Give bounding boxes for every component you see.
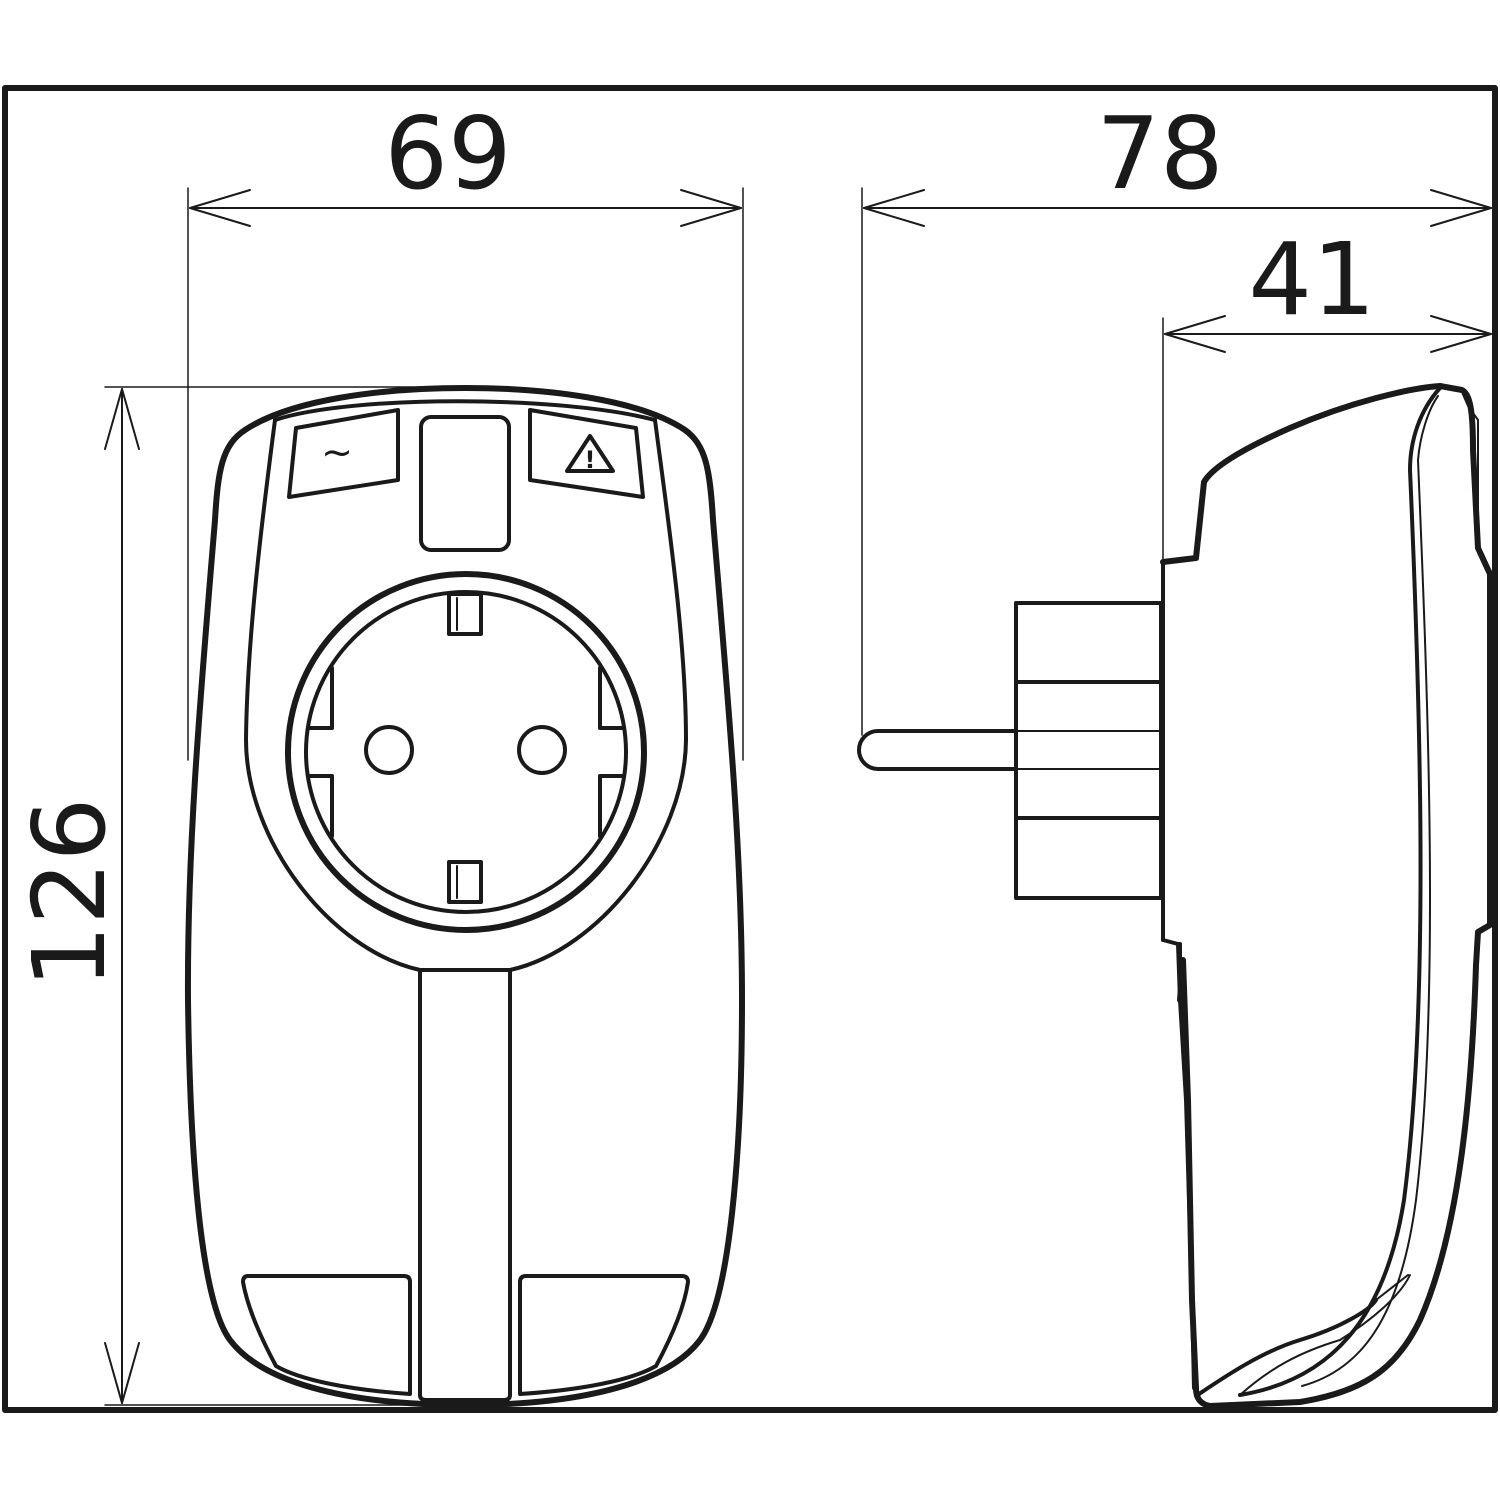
side-face-edge-outer: [1238, 386, 1442, 1397]
schuko-socket: [285, 571, 647, 933]
drawing-frame: [2, 85, 1498, 1413]
side-body-outline: [1160, 383, 1493, 1409]
side-bottom-foot-line: [1375, 1274, 1409, 1301]
socket-pin-hole-right: [517, 725, 567, 775]
side-back-lower-edge: [1178, 942, 1196, 1390]
power-indicator: ~: [287, 408, 400, 499]
dimension-label-126: 126: [11, 798, 128, 989]
front-inner-face: [244, 418, 688, 972]
front-foot-pad-right: [518, 1274, 690, 1396]
dimension-78-arrow-left: [863, 189, 925, 227]
warning-indicator: !: [528, 408, 645, 499]
center-button[interactable]: [419, 415, 511, 552]
svg-text:!: !: [585, 446, 596, 474]
front-foot-pad-left: [241, 1274, 412, 1396]
dimension-width-69: 69: [187, 95, 744, 761]
warning-triangle-icon: !: [565, 434, 615, 474]
front-view: ~ !: [184, 385, 745, 1408]
socket-pin-hole-left: [364, 725, 414, 775]
tilde-wave-icon: ~: [321, 430, 353, 474]
side-face-edge-inner: [1301, 395, 1439, 1387]
dimension-height-126: 126: [11, 386, 471, 1406]
front-body-outline: [184, 385, 745, 1408]
dimension-label-69: 69: [384, 95, 511, 212]
side-face-rim: [1461, 391, 1479, 549]
dimension-41-arrow-right: [1430, 315, 1492, 353]
dimension-78-arrow-right: [1430, 189, 1492, 227]
side-bottom-lip-inner: [1239, 1274, 1411, 1396]
dimension-41-arrow-left: [1164, 315, 1226, 353]
side-plug-pin: [857, 729, 1018, 771]
side-plug-collar: [1014, 601, 1163, 900]
front-center-strip: [418, 970, 512, 1402]
side-bottom-lip: [1194, 1298, 1378, 1398]
dimension-label-78: 78: [1096, 95, 1223, 212]
dimension-label-41: 41: [1248, 221, 1375, 338]
side-back-plate: [1161, 560, 1182, 1002]
